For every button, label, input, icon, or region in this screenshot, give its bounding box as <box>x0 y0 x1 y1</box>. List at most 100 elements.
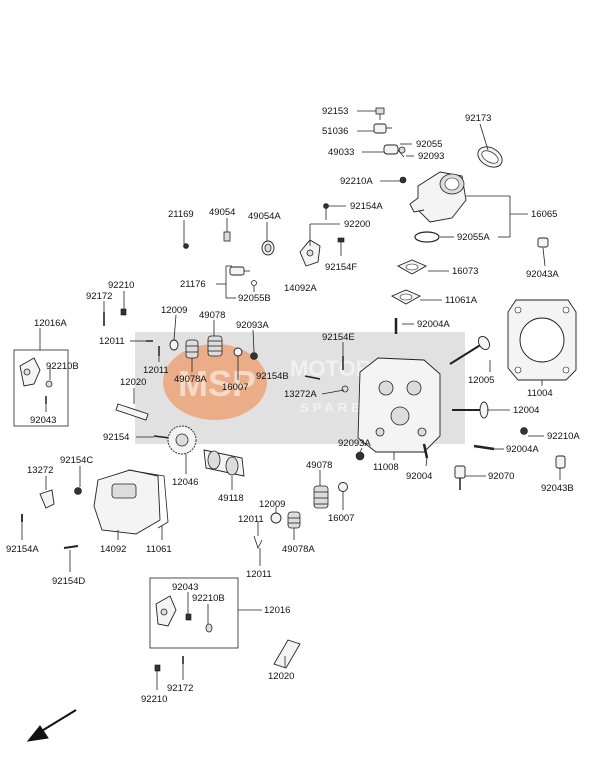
watermark-logo-shape <box>163 344 267 420</box>
part-92093a-lower <box>355 451 365 461</box>
label-16073: 16073 <box>452 266 478 277</box>
label-14092a: 14092A <box>284 283 317 294</box>
label-12016: 12016 <box>264 605 290 616</box>
label-92154a-lower: 92154A <box>6 544 39 555</box>
watermark-line2: SPARES <box>300 400 377 415</box>
part-13272a <box>341 385 349 393</box>
label-92210b-lower: 92210B <box>192 593 225 604</box>
label-12046: 12046 <box>172 477 198 488</box>
part-12046 <box>167 425 197 455</box>
part-92210a-upper <box>399 176 407 184</box>
part-49118 <box>203 449 245 477</box>
part-51036 <box>373 123 392 134</box>
watermark-line1: MOTOR <box>290 356 372 381</box>
part-92210-upper <box>120 308 127 316</box>
part-14092 <box>93 469 161 535</box>
part-12009-upper <box>169 339 179 351</box>
label-92154c: 92154C <box>60 455 93 466</box>
part-12011-keeper-c <box>253 535 263 550</box>
part-16007-upper <box>233 347 243 357</box>
label-49078a-lower: 49078A <box>282 544 315 555</box>
label-12016a: 12016A <box>34 318 67 329</box>
front-arrow-icon <box>26 709 77 742</box>
part-13272 <box>39 489 55 509</box>
label-92004: 92004 <box>406 471 432 482</box>
part-21176 <box>229 266 257 286</box>
label-92210a-lower: 92210A <box>547 431 580 442</box>
part-12020-lower <box>273 639 301 669</box>
label-49118: 49118 <box>218 493 244 504</box>
label-92043-lower: 92043 <box>172 582 198 593</box>
part-11008 <box>357 357 441 453</box>
label-92200: 92200 <box>344 219 370 230</box>
part-92004 <box>422 443 429 459</box>
part-92043a-upper <box>537 237 549 248</box>
label-49054: 49054 <box>209 207 235 218</box>
label-12011-a: 12011 <box>99 336 125 347</box>
part-49078a-upper <box>185 339 199 359</box>
label-92172-lower: 92172 <box>167 683 193 694</box>
label-12009-upper: 12009 <box>161 305 187 316</box>
part-12009-lower <box>270 512 282 524</box>
label-12020-lower: 12020 <box>268 671 294 682</box>
label-92210a-upper: 92210A <box>340 176 373 187</box>
label-92004a-lower: 92004A <box>506 444 539 455</box>
label-51036: 51036 <box>322 126 348 137</box>
label-92043-upper: 92043 <box>30 415 56 426</box>
label-92154e: 92154E <box>322 332 355 343</box>
label-11004: 11004 <box>527 388 553 399</box>
part-12016a <box>19 357 53 404</box>
label-13272a: 13272A <box>284 389 317 400</box>
part-49054a <box>261 240 275 256</box>
label-92154: 92154 <box>103 432 129 443</box>
part-12016 <box>155 595 213 633</box>
label-92070: 92070 <box>488 471 514 482</box>
label-49078a-upper: 49078A <box>174 374 207 385</box>
label-13272: 13272 <box>27 465 53 476</box>
part-92004a-lower <box>473 444 495 451</box>
label-92093a-upper: 92093A <box>236 320 269 331</box>
label-92154d: 92154D <box>52 576 85 587</box>
part-92154 <box>153 435 171 439</box>
label-92154b: 92154B <box>256 371 289 382</box>
part-92070 <box>454 465 466 490</box>
label-92043b: 92043B <box>541 483 574 494</box>
part-92154f <box>337 237 345 256</box>
part-16007-lower <box>338 482 348 492</box>
part-14092a <box>299 239 321 267</box>
part-16073 <box>396 259 428 275</box>
label-16065: 16065 <box>531 209 557 220</box>
label-92172-upper: 92172 <box>86 291 112 302</box>
part-92173 <box>477 146 503 168</box>
label-16007-upper: 16007 <box>222 382 248 393</box>
part-49033 <box>383 144 406 158</box>
label-92154a-upper: 92154A <box>350 201 383 212</box>
label-92093: 92093 <box>418 151 444 162</box>
part-92210-lower <box>154 664 161 672</box>
part-92043b <box>555 455 566 469</box>
label-92093a-lower: 92093A <box>338 438 371 449</box>
part-92055a <box>414 231 440 243</box>
part-12005 <box>449 335 491 365</box>
label-11061a: 11061A <box>445 295 478 306</box>
label-92055b: 92055B <box>238 293 271 304</box>
group-box-12016a <box>13 349 69 427</box>
label-14092: 14092 <box>100 544 126 555</box>
group-box-12016 <box>149 577 239 649</box>
label-49033: 49033 <box>328 147 354 158</box>
part-92093a-upper <box>250 352 258 360</box>
label-12011-d: 12011 <box>246 569 272 580</box>
label-92210b-upper: 92210B <box>46 361 79 372</box>
label-92210-upper: 92210 <box>108 280 134 291</box>
label-92043a-upper: 92043A <box>526 269 559 280</box>
label-16007-lower: 16007 <box>328 513 354 524</box>
part-11004 <box>507 299 577 381</box>
part-92154a-upper <box>323 203 329 220</box>
part-49078a-lower <box>287 511 301 529</box>
part-11061 <box>127 469 169 529</box>
part-49078-lower <box>313 485 329 509</box>
part-92154b <box>304 375 321 380</box>
label-11061: 11061 <box>146 544 172 555</box>
label-49054a: 49054A <box>248 211 281 222</box>
